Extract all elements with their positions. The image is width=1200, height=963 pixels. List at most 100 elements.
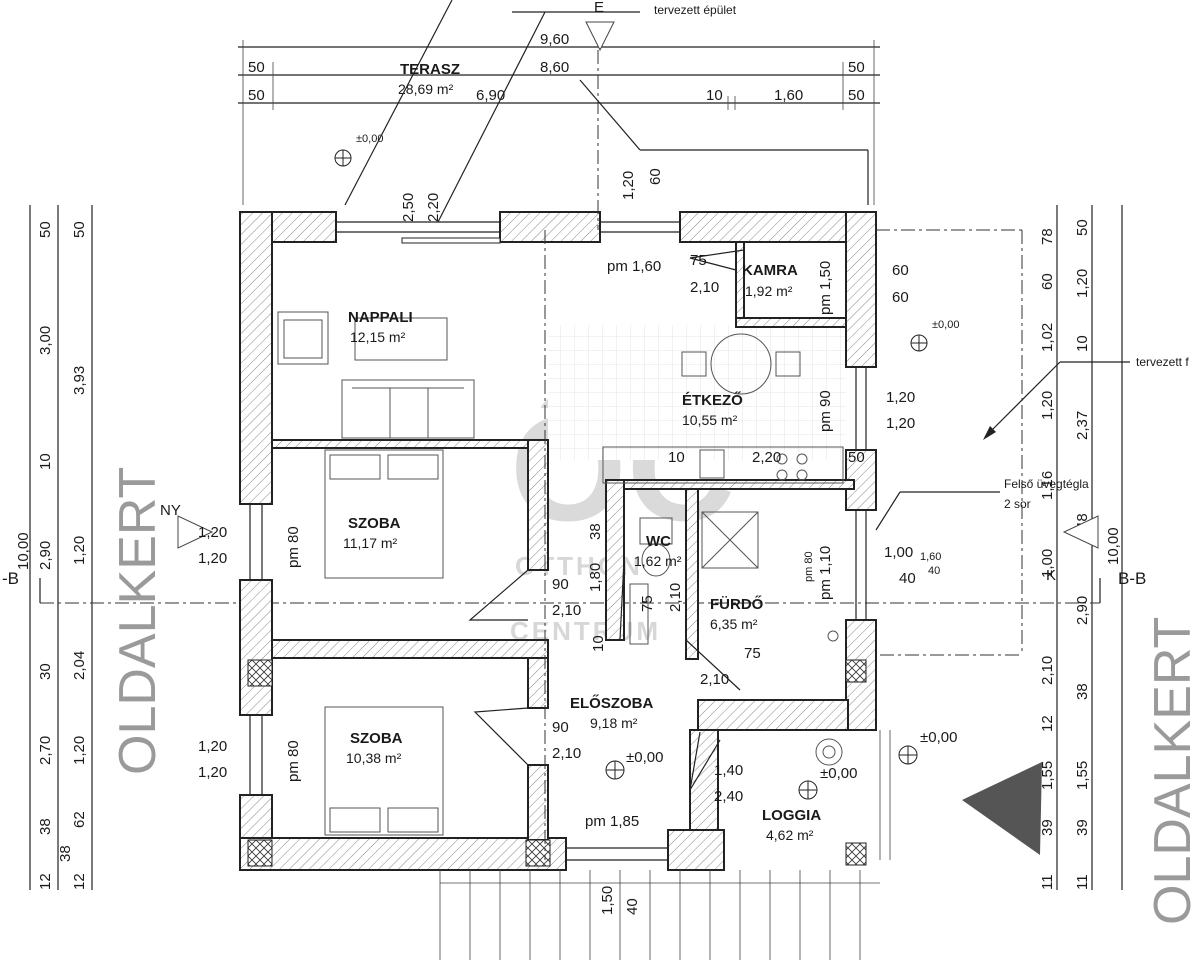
planned-building-top-text: tervezett épület [654, 3, 737, 17]
dim-szoba1-pm80: pm 80 [285, 526, 302, 568]
room-wc-name: WC [646, 533, 671, 550]
dim-right-39a: 39 [1039, 819, 1056, 836]
dim-right-120: 1,20 [1074, 269, 1091, 298]
dim-right-11a: 11 [1039, 874, 1056, 890]
dim-right-11b: 11 [1074, 874, 1091, 890]
dining-floor-tiles [548, 325, 846, 460]
level-text-4: ±0,00 [820, 765, 857, 782]
section-label-right: B-B [1118, 569, 1146, 588]
room-nappali-area: 12,15 m² [350, 329, 406, 345]
walls [239, 211, 877, 871]
dim-eloszoba-210: 2,10 [552, 745, 581, 762]
room-labels: NAPPALI 12,15 m² KAMRA 1,92 m² ÉTKEZŐ 10… [343, 262, 821, 843]
marker-k: K [1046, 567, 1056, 584]
dim-wc-210: 2,10 [667, 583, 684, 612]
dim-left-12a: 12 [37, 873, 54, 890]
room-eloszoba-area: 9,18 m² [590, 715, 638, 731]
dim-furdo-door-210: 2,10 [700, 671, 729, 688]
dim-left-120: 1,20 [71, 536, 88, 565]
dim-left-30: 30 [37, 663, 54, 680]
dim-row3-50a: 50 [248, 87, 265, 104]
level-text-1: ±0,00 [356, 133, 383, 145]
room-furdo-area: 6,35 m² [710, 616, 758, 632]
glass-block-rows: 2 sor [1004, 497, 1031, 511]
orientation-arrow-icon [962, 762, 1042, 855]
room-terasz-name: TERASZ [400, 61, 460, 78]
room-kamra-name: KAMRA [742, 262, 798, 279]
dim-left-38b: 38 [57, 845, 74, 862]
dim-stair-40: 40 [624, 898, 641, 915]
dim-kamra-210: 2,10 [690, 279, 719, 296]
dim-pm160: pm 1,60 [607, 258, 661, 275]
dim-left-300: 3,00 [37, 326, 54, 355]
dim-right-116: 1,16 [1039, 471, 1056, 500]
dim-left-10: 10 [37, 453, 54, 470]
dim-right-120b: 1,20 [1039, 391, 1056, 420]
dim-right-102: 1,02 [1039, 323, 1056, 352]
dim-furdo-40: 40 [899, 570, 916, 587]
dim-right-10: 10 [1074, 335, 1091, 352]
dim-wc-75: 75 [639, 595, 656, 612]
dim-furdo-pm110: pm 1,10 [817, 546, 834, 600]
level-text-3: ±0,00 [626, 749, 663, 766]
dim-right-290: 2,90 [1074, 596, 1091, 625]
dim-eloszoba-90: 90 [552, 719, 569, 736]
room-nappali-name: NAPPALI [348, 309, 413, 326]
dim-etkezo-120a: 1,20 [886, 389, 915, 406]
dim-wc-10: 10 [590, 635, 607, 652]
planned-building-outline: tervezett f Felső üvegtégla 2 sor [875, 229, 1189, 656]
dim-counter-50: 50 [848, 449, 865, 466]
side-label-left: OLDALKERT [109, 467, 167, 775]
dim-win-120-top: 1,20 [620, 171, 637, 200]
section-label-left: -B [2, 569, 19, 588]
dim-left-62: 62 [71, 811, 88, 828]
room-terasz-area: 28,69 m² [398, 81, 454, 97]
room-etkezo-name: ÉTKEZŐ [682, 391, 743, 409]
dim-kamra-60a: 60 [892, 262, 909, 279]
dim-left-120b: 1,20 [71, 736, 88, 765]
dim-szoba1-win-120b: 1,20 [198, 550, 227, 567]
section-line-bb: -B B-B K [2, 515, 1146, 604]
room-szoba2-area: 10,38 m² [346, 750, 402, 766]
dim-right-237: 2,37 [1074, 411, 1091, 440]
dim-left-290: 2,90 [37, 541, 54, 570]
dim-left-393: 3,93 [71, 366, 88, 395]
columns [247, 659, 867, 867]
dim-kamra-60b: 60 [892, 289, 909, 306]
dim-win-60-top: 60 [647, 168, 664, 185]
dim-left-204: 2,04 [71, 651, 88, 680]
dim-left-12b: 12 [71, 873, 88, 890]
dim-kamra-75: 75 [690, 252, 707, 269]
right-dimensions: 78 50 60 1,20 1,02 10 1,20 2,37 1,16 48 … [1039, 205, 1123, 890]
dim-furdo-100: 1,00 [884, 544, 913, 561]
dim-right-38: 38 [1074, 683, 1091, 700]
room-eloszoba-name: ELŐSZOBA [570, 694, 654, 712]
dim-right-155a: 1,55 [1039, 761, 1056, 790]
dim-door-38: 38 [587, 523, 604, 540]
dim-top-right-50: 50 [848, 59, 865, 76]
room-furdo-name: FÜRDŐ [710, 595, 764, 613]
dim-inner-width: 8,60 [540, 59, 569, 76]
dim-top-left-50: 50 [248, 59, 265, 76]
dim-right-39b: 39 [1074, 819, 1091, 836]
top-dimensions: 9,60 8,60 50 50 50 6,90 10 1,60 50 TERAS… [238, 31, 880, 205]
level-text-5: ±0,00 [920, 729, 957, 746]
dim-szoba1-win-120a: 1,20 [198, 524, 227, 541]
dim-row3-160: 1,60 [774, 87, 803, 104]
level-text-2: ±0,00 [932, 319, 959, 331]
room-szoba2-name: SZOBA [350, 730, 403, 747]
dim-stair-150: 1,50 [599, 886, 616, 915]
dim-left-50b: 50 [71, 221, 88, 238]
door-swings [468, 249, 745, 791]
marker-e: E [594, 0, 604, 16]
dim-furdo-40b: 40 [928, 565, 940, 577]
dim-row3-690: 6,90 [476, 87, 505, 104]
dim-loggia-140: 1,40 [714, 762, 743, 779]
dim-etkezo-120b: 1,20 [886, 415, 915, 432]
dim-right-100: 1,00 [1039, 549, 1056, 578]
left-dimensions: 50 50 3,00 3,93 10 1,20 10,00 2,90 30 2,… [15, 205, 93, 890]
marker-ny: NY [160, 502, 181, 519]
furniture [277, 311, 891, 960]
dim-counter-10: 10 [668, 449, 685, 466]
